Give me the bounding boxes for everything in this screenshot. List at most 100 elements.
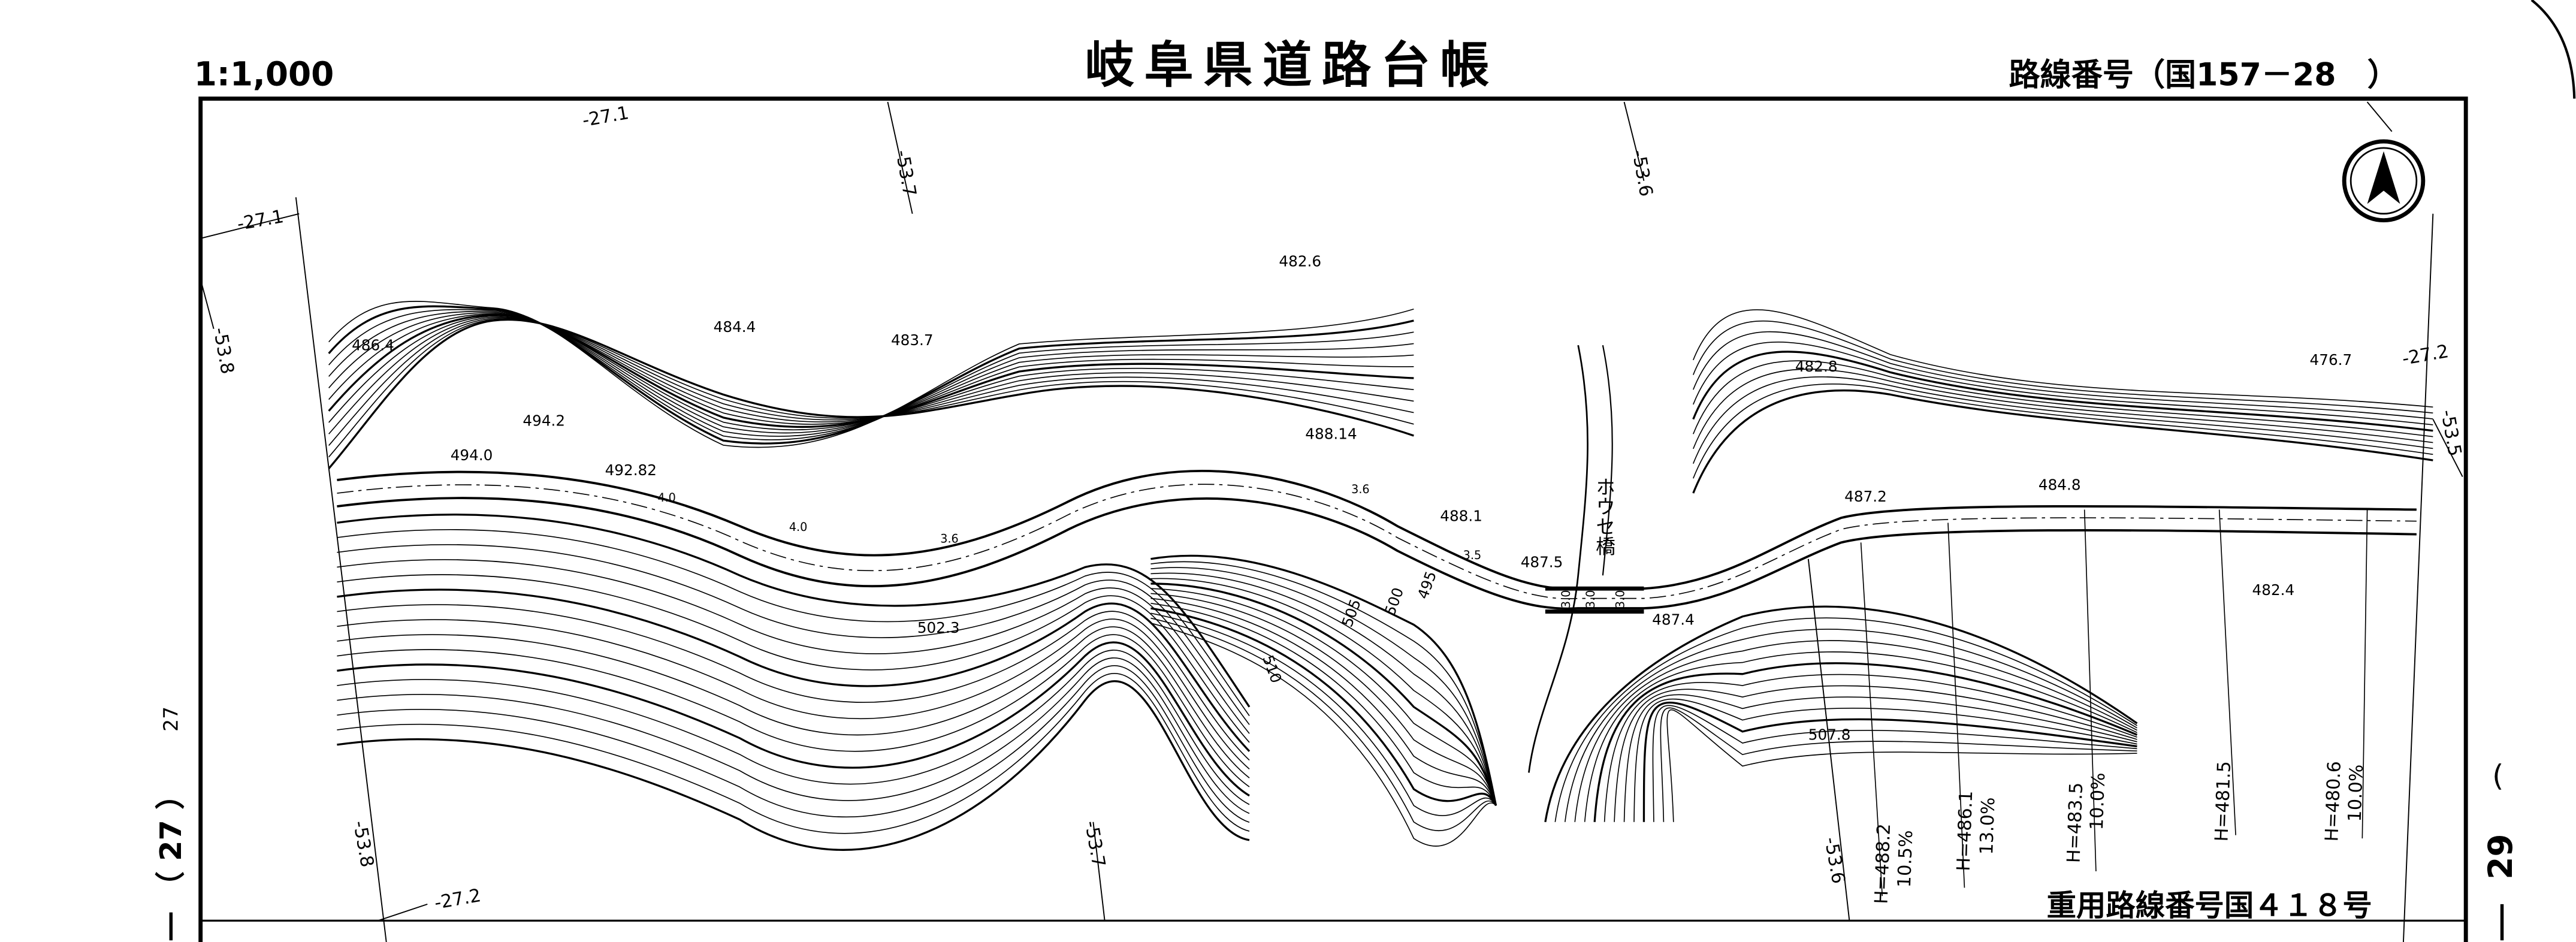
elevation-label: 484.4 xyxy=(714,318,756,336)
sheet-right: 29 xyxy=(2481,834,2520,879)
contour-line xyxy=(1666,709,2137,822)
sheet-left-number: 27 xyxy=(159,707,182,732)
elevation-label: 502.3 xyxy=(917,619,960,636)
contour-line xyxy=(1660,707,2137,822)
contour-line xyxy=(337,680,1250,851)
contour-line xyxy=(1544,605,2138,822)
contour-line xyxy=(1150,612,1497,816)
gradient-height: H=483.5 xyxy=(2063,782,2087,863)
contour-line xyxy=(337,634,1250,787)
contour-line xyxy=(1150,603,1497,806)
elevation-label: 482.8 xyxy=(1795,358,1838,375)
elevation-label: 500 xyxy=(1381,585,1407,618)
contour-line xyxy=(328,318,1414,469)
contour-line xyxy=(337,559,1250,734)
contour-line xyxy=(337,544,1250,725)
elevation-label: 486.4 xyxy=(352,336,394,354)
contour-line xyxy=(1652,705,2137,822)
road-width: 3.0 xyxy=(1559,590,1573,609)
contour-line xyxy=(1150,607,1497,807)
contour-line xyxy=(337,588,1251,752)
road-width: 3.0 xyxy=(1614,590,1627,609)
sheet-left: （ 27 ） xyxy=(153,780,188,901)
contour-line xyxy=(1692,360,2433,437)
gradient-height: H=481.5 xyxy=(2211,761,2235,842)
contour-line xyxy=(337,618,1250,770)
contour-line xyxy=(1603,674,2137,822)
contour-line xyxy=(1623,694,2137,822)
elevation-label: 488.14 xyxy=(1305,425,1357,443)
page-edge xyxy=(2530,0,2576,99)
grid-label: -53.5 xyxy=(2436,408,2465,458)
contour-line xyxy=(328,312,1414,434)
contour-line xyxy=(1150,567,1497,806)
elevation-label: 488.1 xyxy=(1440,508,1482,525)
contour-line xyxy=(337,604,1250,761)
contour-line xyxy=(1150,597,1497,806)
contour-line xyxy=(1614,685,2137,822)
paren: ( xyxy=(2492,758,2503,793)
contour-line xyxy=(1554,617,2137,822)
road-width: 3.0 xyxy=(1584,590,1597,609)
contour-line xyxy=(1564,629,2137,822)
contour-line xyxy=(1150,572,1497,806)
contour-line xyxy=(1692,331,2433,419)
gradient-lines xyxy=(1860,509,2368,896)
contour-line xyxy=(1574,640,2137,822)
contour-line xyxy=(328,305,1414,445)
contour-line xyxy=(328,316,1414,434)
scale-label: 1:1,000 xyxy=(194,55,334,93)
grid-label: -53.7 xyxy=(891,149,920,198)
gradient-labels: H=488.2 10.5% H=486.1 13.0% H=483.5 10.0… xyxy=(1871,761,2367,905)
road xyxy=(337,470,2417,614)
contour-line xyxy=(337,574,1250,743)
elevation-label: 510 xyxy=(1259,653,1285,686)
elevation-label: 487.2 xyxy=(1844,488,1887,505)
contour-line xyxy=(1633,698,2137,822)
gradient-height: H=488.2 xyxy=(1871,823,1895,904)
grid-label: -27.1 xyxy=(235,206,285,235)
grid-label: -53.8 xyxy=(349,819,378,869)
sheet-right-number: 29 xyxy=(2481,834,2520,879)
grid-label: -27.1 xyxy=(581,102,630,131)
contour-line xyxy=(1692,309,2433,408)
contour-line xyxy=(328,315,1414,425)
sheet-left-marker: （ 27 ） xyxy=(153,780,188,901)
map-title: 岐阜県道路台帳 xyxy=(1085,37,1499,94)
elevation-label: 482.4 xyxy=(2252,581,2295,599)
contour-line xyxy=(328,313,1414,431)
gradient-percent: 10.0% xyxy=(2086,772,2109,831)
contour-line xyxy=(1692,341,2433,425)
contour-line xyxy=(1150,617,1497,832)
contour-line xyxy=(328,310,1414,437)
sheet-left-number-group: 27 xyxy=(159,707,182,732)
grid-label: -53.6 xyxy=(1820,835,1849,885)
grid-lines xyxy=(200,101,2463,942)
contour-line xyxy=(1150,561,1497,806)
contour-line xyxy=(1692,383,2433,479)
elevation-label: 482.6 xyxy=(1279,252,1321,270)
elevation-label: 476.7 xyxy=(2310,351,2352,369)
road-width: 3.6 xyxy=(940,532,959,545)
contour-line xyxy=(328,317,1414,446)
overlap-route-label: 重用路線番号国４１８号 xyxy=(2047,888,2372,923)
contour-line xyxy=(1150,578,1497,806)
elevation-label: 487.5 xyxy=(1521,553,1563,570)
gradient-height: H=480.6 xyxy=(2321,761,2345,842)
contour-line xyxy=(328,309,1414,440)
gradient-percent: 13.0% xyxy=(1976,797,1999,855)
gradient-percent: 10.5% xyxy=(1894,830,1917,888)
elevation-label: 494.0 xyxy=(451,446,493,464)
gradient-height: H=486.1 xyxy=(1953,790,1977,871)
elevation-label: 495 xyxy=(1414,569,1440,601)
contour-line xyxy=(328,313,1414,428)
contour-line xyxy=(1692,390,2433,494)
elevation-label: 494.2 xyxy=(523,412,565,430)
contour-line xyxy=(1593,662,2138,822)
map-frame xyxy=(198,96,2468,942)
gradient-percent: 10.0% xyxy=(2345,764,2367,822)
contour-line xyxy=(1692,369,2433,449)
elevation-label: 507.8 xyxy=(1808,726,1851,744)
grid-label: -27.2 xyxy=(2400,341,2450,370)
